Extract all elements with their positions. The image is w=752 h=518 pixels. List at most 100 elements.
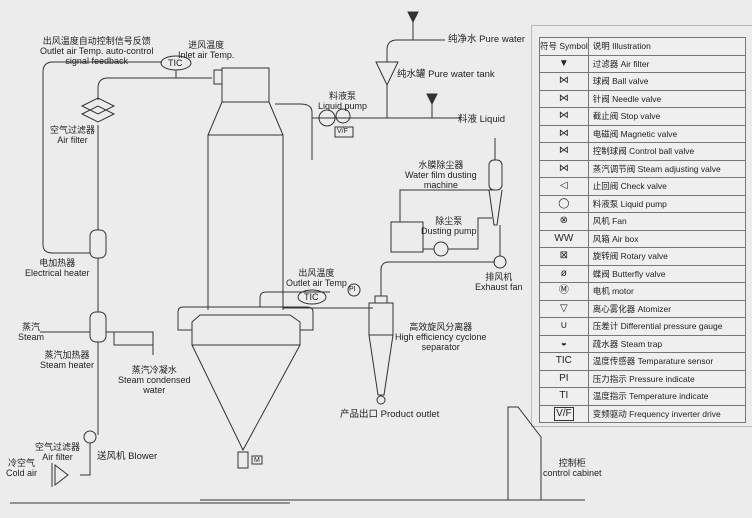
legend-symbol-cell: ▽ (539, 299, 589, 318)
legend-label: 电机 motor (587, 282, 747, 301)
rotary-valve-bottom (237, 451, 249, 469)
pi-gauge (347, 283, 361, 297)
outlet-temp-label: 出风温度 Outlet air Temp (286, 268, 347, 288)
legend-row: ⋈蒸汽调节阀 Steam adjusting valve (539, 159, 747, 178)
liquid-pump-motor (335, 108, 351, 124)
steam-adjusting-valve-icon: ⋈ (558, 162, 569, 174)
exhaust-fan-label: 排风机 Exhaust fan (475, 272, 523, 292)
legend-symbol-cell: ∪ (539, 317, 589, 336)
liquid-feed-line (275, 103, 340, 119)
electrical-heater-en: Electrical heater (25, 268, 90, 278)
legend-label: 过滤器 Air filter (587, 54, 747, 73)
electrical-heater-cn: 电加热器 (39, 258, 76, 268)
liquid-label: 料液 Liquid (458, 114, 505, 125)
legend-label: 变频驱动 Frequency inverter drive (587, 404, 747, 423)
stop-valve-icon: ⋈ (558, 110, 569, 122)
legend-symbol-cell: ø (539, 264, 589, 283)
legend-label: 球阀 Ball valve (587, 72, 747, 91)
legend-label: 电磁阀 Magnetic valve (587, 124, 747, 143)
feedback-signal-line (42, 61, 162, 245)
water-film-dusting-machine (488, 159, 503, 191)
electrical-heater (89, 229, 107, 259)
air-filter2-label: 空气过滤器 Air filter (35, 442, 80, 462)
legend-symbol-cell: V/F (539, 404, 589, 423)
pure-water-tank-label: 纯水罐 Pure water tank (397, 69, 495, 80)
fan-icon: ⊗ (559, 215, 569, 227)
cold-air-cn: 冷空气 (8, 458, 36, 468)
air-filter-cn: 空气过滤器 (50, 125, 96, 135)
frequency-inverter-icon: V/F (554, 406, 574, 421)
legend-label: 疏水器 Steam trap (587, 334, 747, 353)
steam-trap-icon: ◒ (560, 337, 567, 349)
cyclone-en1: High efficiency cyclone (395, 332, 487, 342)
magnetic-valve-icon: ⋈ (558, 127, 569, 139)
exhaust-fan-cn: 排风机 (485, 272, 513, 282)
legend-table: 符号 Symbol 说明 Illustration ▼过滤器 Air filte… (539, 37, 747, 423)
legend-row: ⋈球阀 Ball valve (539, 72, 747, 91)
liquid-pump-en: Liquid pump (318, 101, 368, 111)
condensed-en2: water (143, 385, 166, 395)
liquid-pump-label: 料液泵 Liquid pump (318, 91, 367, 111)
legend-symbol-cell: ▼ (539, 54, 589, 73)
vf-drive (334, 126, 354, 138)
outlet-feedback-en1: Outlet air Temp. auto-control (40, 46, 154, 56)
cold-air-label: 冷空气 Cold air (6, 458, 37, 478)
check-valve-icon: ◁ (560, 180, 568, 192)
tic-outlet-sensor (297, 289, 327, 305)
legend-header-illustration: 说明 Illustration (587, 37, 747, 56)
condensed-en1: Steam condensed (118, 375, 191, 385)
water-film-en2: machine (423, 180, 458, 190)
outlet-temp-en: Outlet air Temp (286, 278, 347, 288)
inlet-air-duct (97, 77, 212, 100)
dusting-pump (433, 241, 449, 257)
legend-row: ◁止回阀 Check valve (539, 177, 747, 196)
legend-header: 符号 Symbol 说明 Illustration (539, 37, 747, 56)
inlet-temp-cn: 进风温度 (188, 40, 225, 50)
water-film-en1: Water film dusting (405, 170, 477, 180)
legend-header-symbol: 符号 Symbol (539, 37, 589, 56)
pure-water-label: 纯净水 Pure water (448, 34, 526, 45)
legend-symbol-cell: ⋈ (539, 107, 589, 126)
legend-row: ⊠ 旋转阀 Rotary valve (539, 247, 747, 266)
legend-symbol-cell: ◁ (539, 177, 589, 196)
rotary-valve-icon: ⊠ (559, 250, 569, 262)
legend-row: V/F 变频驱动 Frequency inverter drive (539, 404, 747, 423)
legend-symbol-cell: ⋈ (539, 159, 589, 178)
legend-row: ⋈控制球阀 Control ball valve (539, 142, 747, 161)
temperature-indicate-icon: TI (559, 390, 569, 402)
dusting-pump-cn: 除尘泵 (435, 216, 463, 226)
condensed-cn: 蒸汽冷凝水 (131, 365, 177, 375)
air-filter-label: 空气过滤器 Air filter (50, 125, 95, 145)
cyclone-en2: separator (421, 342, 460, 352)
legend-label: 旋转阀 Rotary valve (587, 247, 747, 266)
product-outlet-label: 产品出口 Product outlet (340, 409, 440, 420)
liquid-pump-icon: ◯ (558, 197, 570, 209)
legend-label: 控制球阀 Control ball valve (587, 142, 747, 161)
air-box-icon: WW (554, 232, 574, 244)
water-film-label: 水膜除尘器 Water film dusting machine (405, 160, 477, 190)
steam-label: 蒸汽 Steam (18, 322, 44, 342)
legend-label: 风机 Fan (587, 212, 747, 231)
legend-symbol-cell: ⋈ (539, 89, 589, 108)
pressure-indicate-icon: PI (559, 372, 569, 384)
legend-symbol-cell: ◯ (539, 194, 589, 213)
pure-water-tank (375, 61, 399, 87)
dusting-pump-label: 除尘泵 Dusting pump (421, 216, 477, 236)
tic-inlet-text: TIC (168, 58, 183, 68)
legend-label: 温度指示 Temperature indicate (587, 387, 747, 406)
air-box-loop (177, 306, 314, 331)
legend-row: ⋈ 电磁阀 Magnetic valve (539, 124, 747, 143)
air-filter-en: Air filter (57, 135, 88, 145)
legend-label: 蝶阀 Butterfly valve (587, 264, 747, 283)
drying-chamber-cone (191, 314, 301, 346)
legend-row: ⋈针阀 Needle valve (539, 89, 747, 108)
outlet-feedback-en2: signal feedback (65, 56, 128, 66)
exhaust-fan (493, 255, 507, 269)
legend-row: ⋈ 截止阀 Stop valve (539, 107, 747, 126)
legend-label: 截止阀 Stop valve (587, 107, 747, 126)
